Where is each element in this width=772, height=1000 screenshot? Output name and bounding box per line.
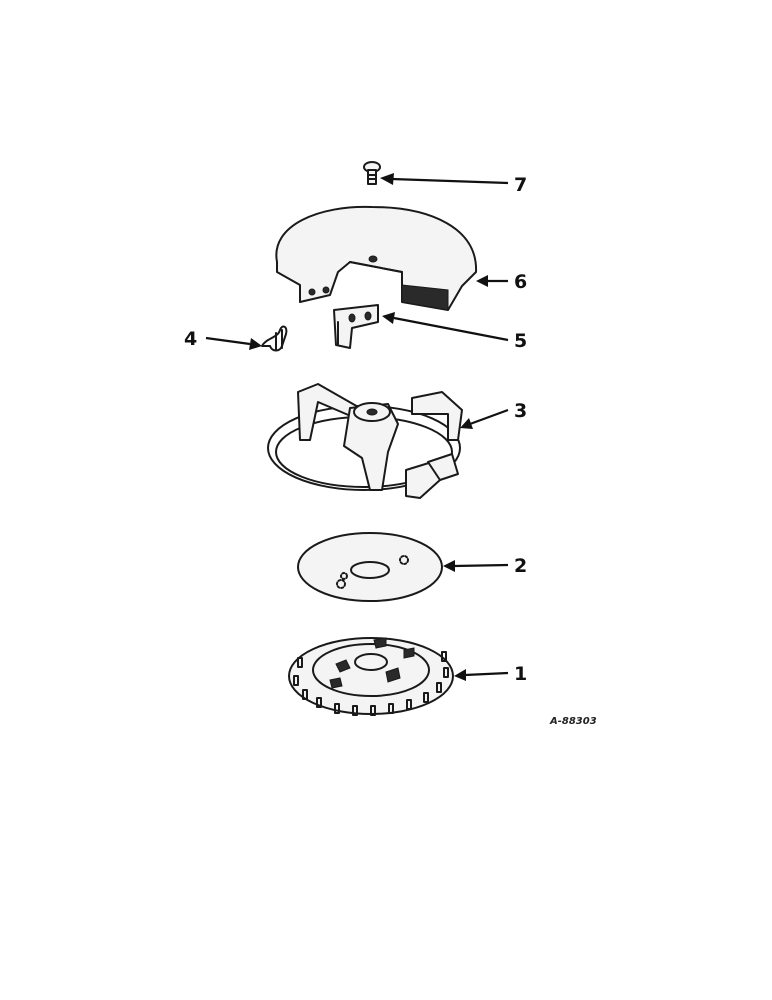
callout-4: 4 <box>184 328 197 350</box>
part-5-bracket <box>333 304 379 349</box>
part-3-frame <box>267 383 463 499</box>
part-7-wing-bolt <box>363 161 381 185</box>
callout-1: 1 <box>514 663 527 685</box>
callout-5: 5 <box>514 330 527 352</box>
leader-lines <box>205 173 509 681</box>
part-2-disc <box>297 532 443 602</box>
callout-3: 3 <box>514 400 527 422</box>
part-6-cover <box>275 205 478 311</box>
rim-slots <box>293 651 449 716</box>
callout-2: 2 <box>514 555 527 577</box>
callout-6: 6 <box>514 271 527 293</box>
part-1-bottom-plate <box>288 637 454 716</box>
part-4-clip <box>261 325 288 352</box>
figure-number: A-88303 <box>549 716 597 727</box>
callout-7: 7 <box>514 174 527 196</box>
